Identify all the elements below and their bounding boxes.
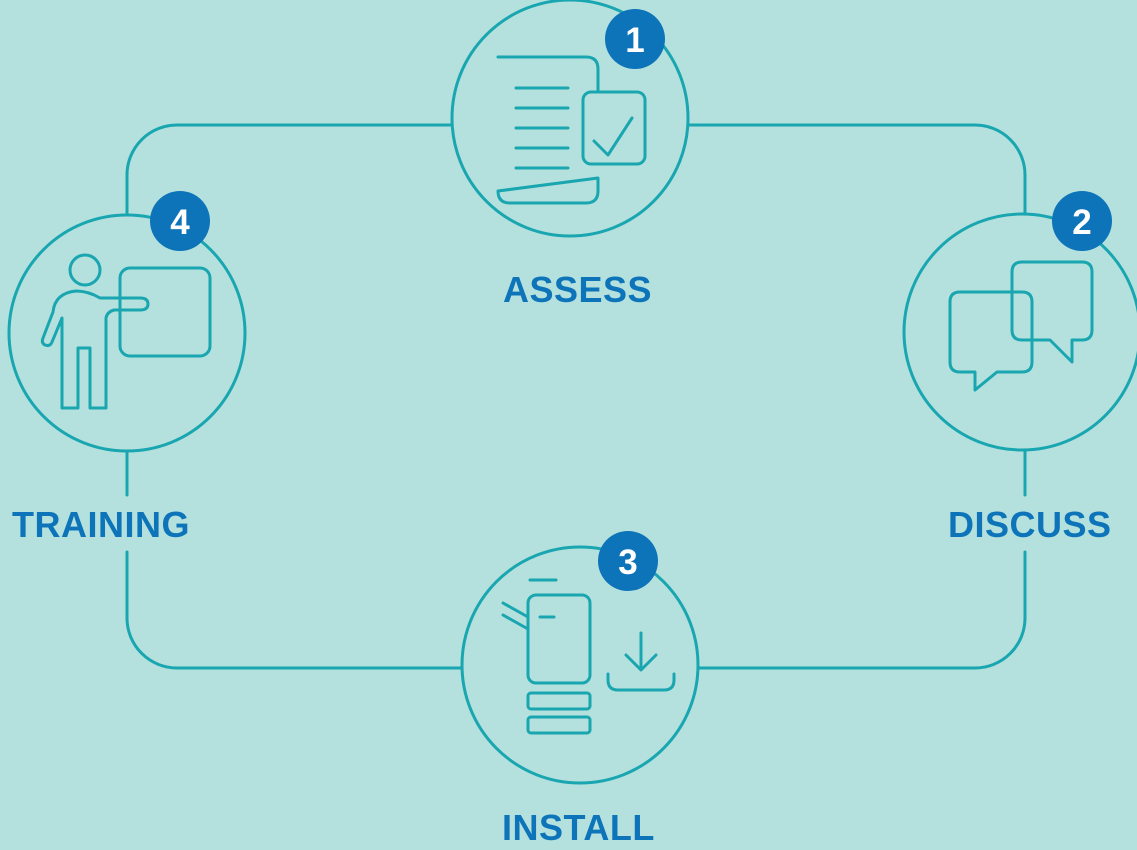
badge-number-1: 1: [625, 21, 644, 60]
step-circles: [7, 0, 1137, 785]
badge-number-4: 4: [170, 203, 190, 242]
connector-training-install: [125, 550, 463, 670]
badge-step-1: 1: [605, 9, 665, 69]
training-label: TRAINING: [12, 504, 190, 545]
printer-download-icon: [501, 578, 676, 735]
training-circle: [7, 213, 247, 453]
presenter-board-icon: [40, 253, 212, 410]
install-label: INSTALL: [502, 807, 655, 848]
badge-number-2: 2: [1072, 203, 1091, 242]
connector-assess-discuss: [686, 123, 1027, 217]
install-circle: [460, 545, 700, 785]
discuss-label: DISCUSS: [948, 504, 1112, 545]
connector-discuss-install: [695, 550, 1027, 670]
badge-step-3: 3: [598, 531, 658, 591]
checklist-document-icon: [496, 55, 647, 205]
discuss-circle: [902, 212, 1137, 452]
connector-lines: [125, 0, 1027, 670]
connector-assess-training: [125, 123, 454, 217]
badge-step-2: 2: [1052, 191, 1112, 251]
badge-step-4: 4: [150, 191, 210, 251]
badge-number-3: 3: [618, 543, 637, 582]
speech-bubbles-icon: [948, 260, 1094, 392]
assess-label: ASSESS: [503, 269, 653, 310]
